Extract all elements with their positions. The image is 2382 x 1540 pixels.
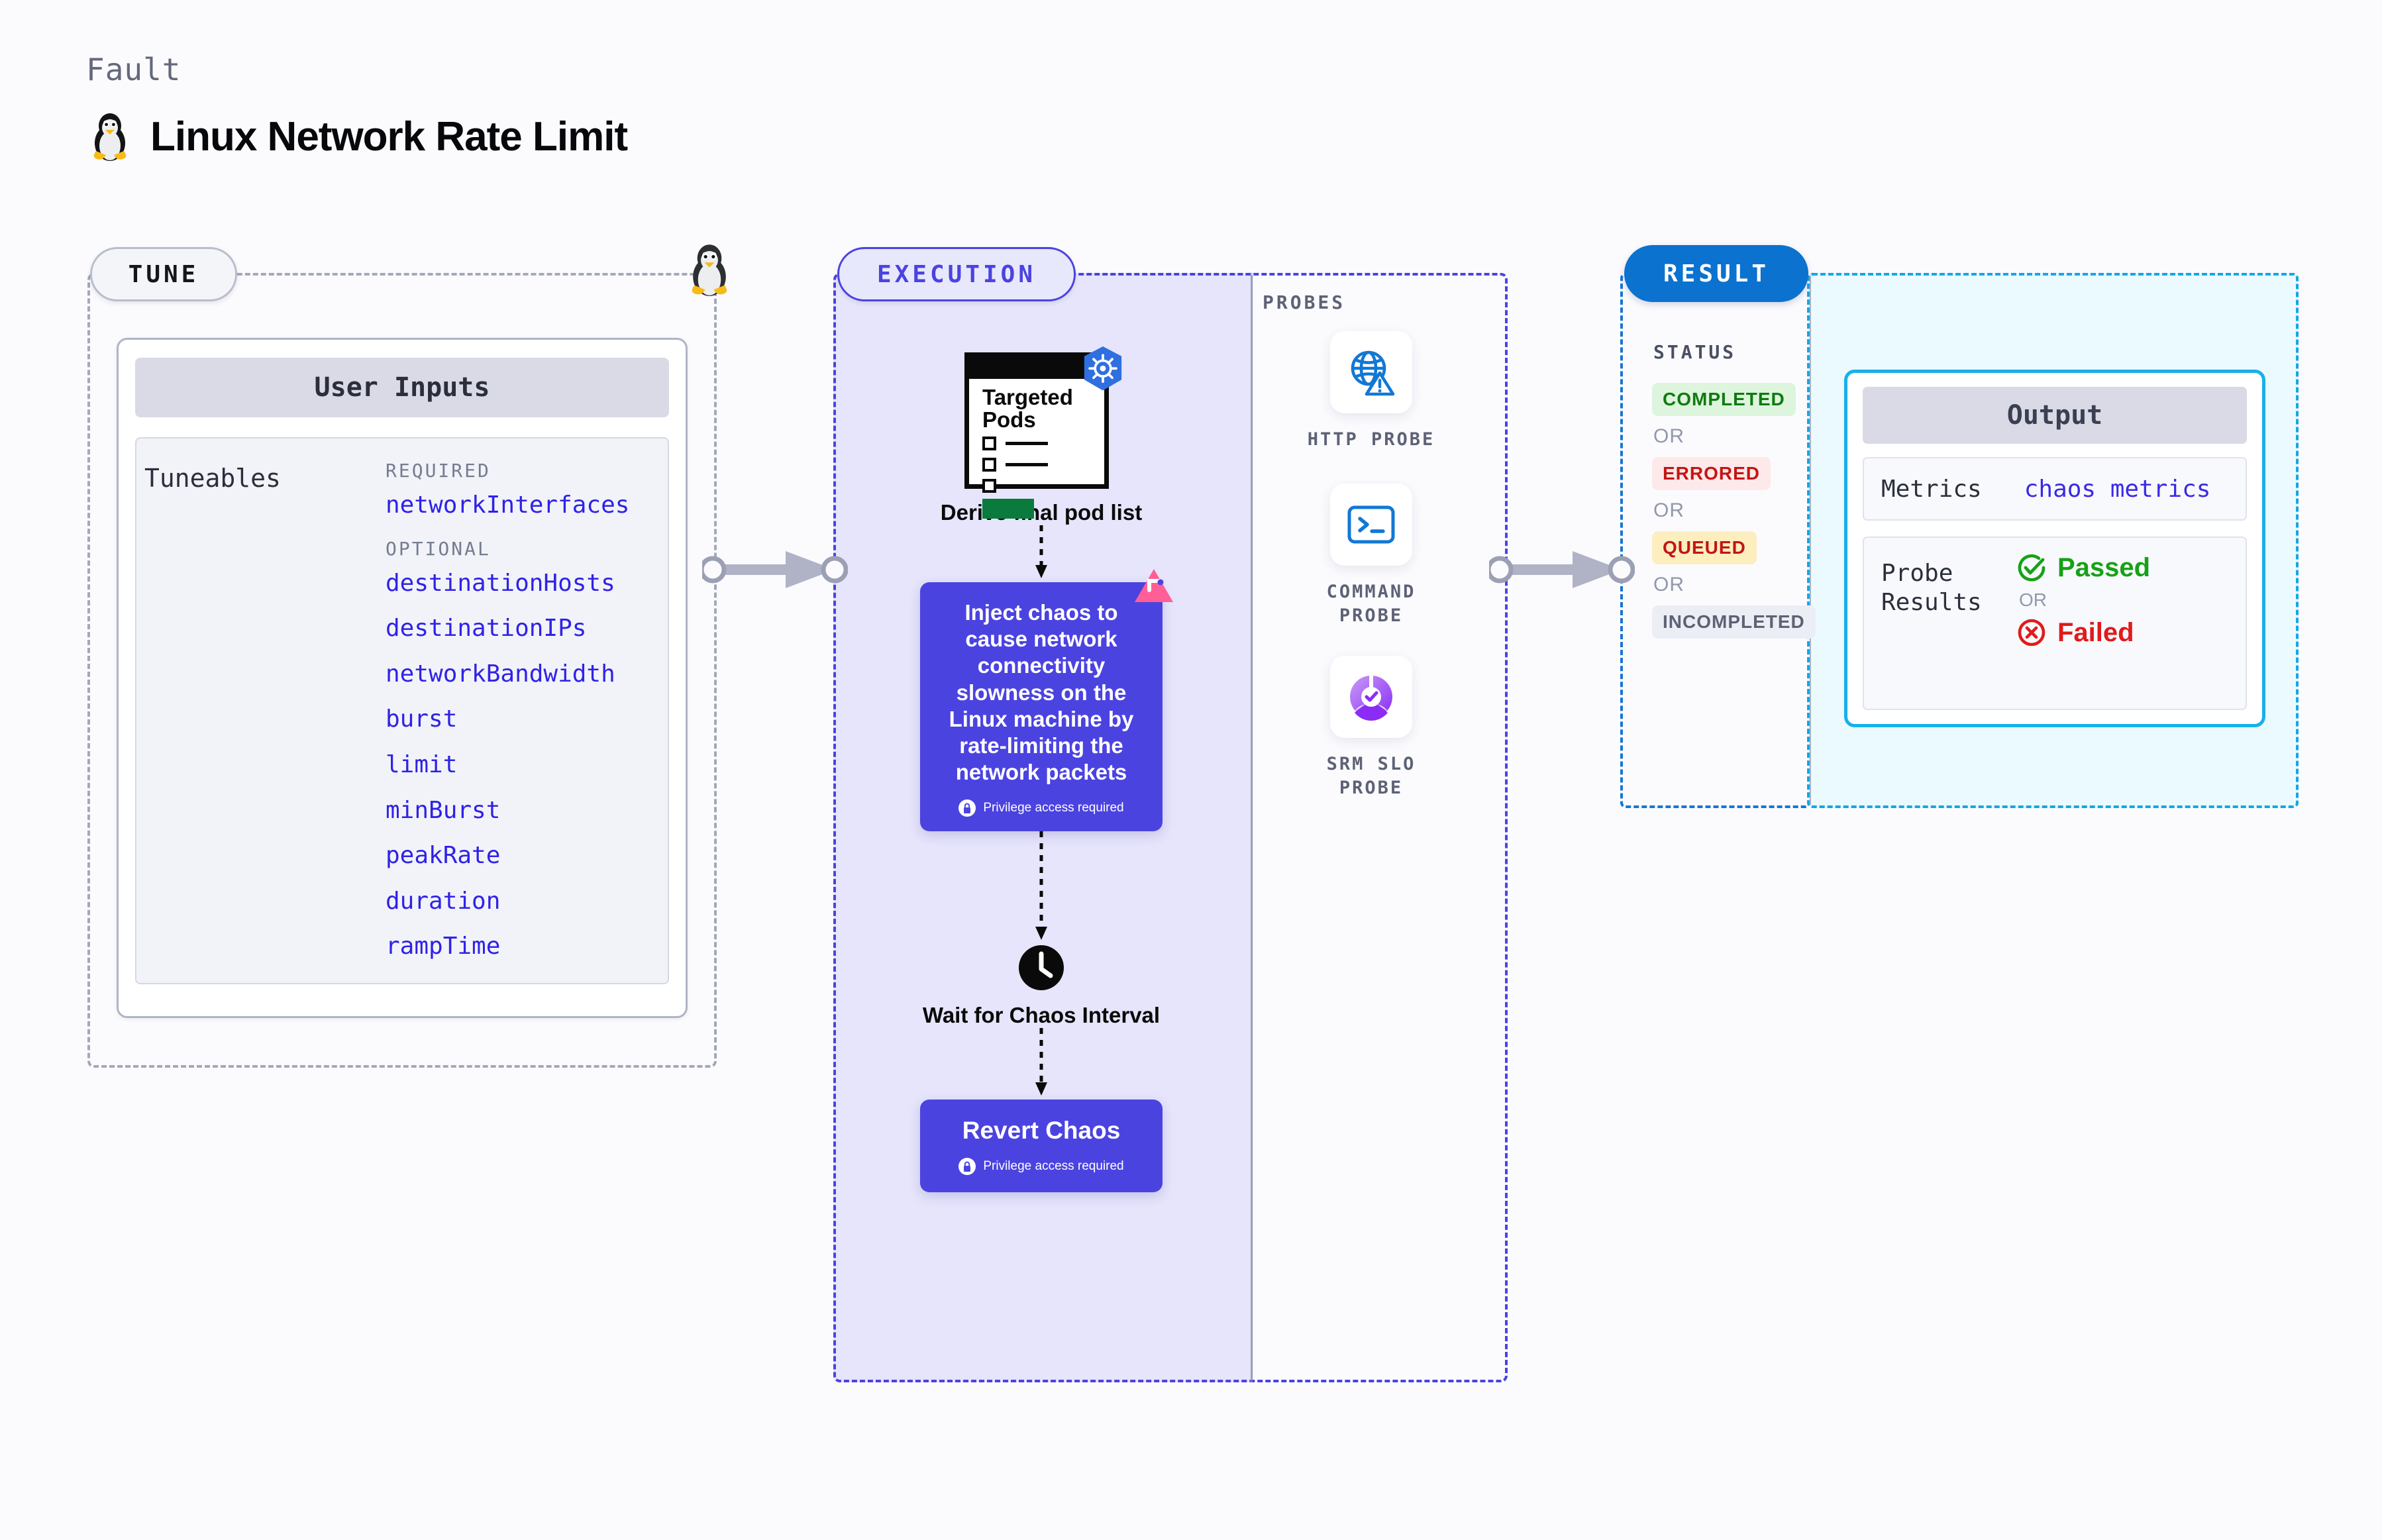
tuneable-item[interactable]: networkInterfaces — [386, 491, 630, 519]
tuneables-inner-panel — [135, 437, 669, 984]
tuneable-item[interactable]: limit — [386, 750, 458, 778]
tuneable-item[interactable]: peakRate — [386, 842, 501, 870]
probe-http[interactable]: HTTP PROBE — [1298, 331, 1444, 452]
probe-result-failed: Failed — [2016, 617, 2150, 648]
or-separator: OR — [2019, 590, 2047, 610]
execution-region-boundary — [833, 273, 1508, 1382]
section-pill-execution[interactable]: EXECUTION — [837, 247, 1076, 301]
tuneable-item[interactable]: minBurst — [386, 796, 501, 824]
tuneable-group-optional: OPTIONAL — [386, 537, 491, 560]
probe-label: COMMAND PROBE — [1326, 582, 1416, 627]
step-caption: Wait for Chaos Interval — [922, 1002, 1161, 1027]
flow-connector — [909, 1027, 1174, 1100]
metrics-value[interactable]: chaos metrics — [2024, 475, 2211, 503]
privilege-note-row: Privilege access required — [935, 799, 1148, 817]
passed-label: Passed — [2057, 552, 2151, 582]
terminal-icon — [1347, 505, 1395, 544]
page-kicker: Fault — [86, 52, 181, 87]
status-badge-queued: QUEUED — [1652, 531, 1757, 564]
tune-boundary-tux-icon — [685, 242, 734, 300]
section-pill-result[interactable]: RESULT — [1624, 245, 1808, 302]
flow-connector — [909, 525, 1174, 582]
metrics-row: Metrics chaos metrics — [1863, 457, 2247, 521]
x-circle-icon — [2018, 619, 2045, 646]
section-pill-tune[interactable]: TUNE — [90, 247, 237, 301]
tuneable-item[interactable]: rampTime — [386, 933, 501, 960]
privilege-note-row: Privilege access required — [935, 1157, 1148, 1175]
page-title: Linux Network Rate Limit — [150, 113, 628, 160]
result-divider — [1810, 276, 1811, 805]
execution-step-derive-pods[interactable]: Targeted Pods — [909, 344, 1174, 525]
tuneable-group-required: REQUIRED — [386, 460, 491, 482]
probes-divider — [1251, 273, 1253, 1382]
globe-warning-icon — [1351, 350, 1395, 396]
step-caption: Derive final pod list — [940, 500, 1143, 525]
probe-srm-slo[interactable]: SRM SLO PROBE — [1298, 656, 1444, 801]
output-header: Output — [1863, 387, 2247, 444]
tuneables-list: REQUIRED networkInterfaces OPTIONAL dest… — [386, 460, 664, 979]
status-badge-errored: ERRORED — [1652, 457, 1771, 490]
probe-result-passed: Passed — [2016, 552, 2150, 583]
check-circle-icon — [2018, 554, 2045, 582]
tuneable-item[interactable]: destinationHosts — [386, 569, 615, 597]
lock-icon — [958, 799, 976, 817]
tux-penguin-icon — [89, 111, 130, 162]
litmus-icon — [1135, 568, 1173, 602]
connector-tune-to-execution — [702, 551, 848, 588]
probe-label: HTTP PROBE — [1307, 429, 1435, 450]
clipboard-title: Targeted Pods — [982, 385, 1073, 432]
probe-label: SRM SLO PROBE — [1326, 754, 1416, 799]
status-label: STATUS — [1653, 341, 1737, 363]
flow-connector — [909, 831, 1174, 944]
privilege-note: Privilege access required — [983, 800, 1124, 815]
page-title-row: Linux Network Rate Limit — [89, 111, 628, 162]
tuneables-label: Tuneables — [144, 464, 281, 493]
metrics-key: Metrics — [1881, 475, 1982, 503]
failed-label: Failed — [2057, 617, 2134, 647]
probes-label: PROBES — [1263, 291, 1346, 313]
or-separator: OR — [1653, 425, 1684, 447]
revert-chaos-title: Revert Chaos — [962, 1116, 1121, 1144]
or-separator: OR — [1653, 574, 1684, 595]
probe-results-values: Passed OR Failed — [2016, 552, 2150, 648]
tuneable-item[interactable]: destinationIPs — [386, 615, 587, 642]
tune-region-boundary — [87, 273, 717, 1068]
tuneable-item[interactable]: duration — [386, 887, 501, 915]
status-badge-completed: COMPLETED — [1652, 383, 1796, 416]
user-inputs-header: User Inputs — [135, 358, 669, 417]
kubernetes-icon — [1084, 346, 1122, 391]
or-separator: OR — [1653, 499, 1684, 521]
tuneable-item[interactable]: burst — [386, 705, 458, 733]
lock-icon — [958, 1157, 976, 1175]
status-badge-incompleted: INCOMPLETED — [1652, 605, 1816, 639]
tuneable-item[interactable]: networkBandwidth — [386, 660, 615, 688]
execution-step-inject-chaos[interactable]: Inject chaos to cause network connectivi… — [920, 568, 1173, 831]
clock-icon — [1019, 945, 1064, 990]
execution-step-wait-interval[interactable]: Wait for Chaos Interval — [909, 944, 1174, 1028]
status-list: COMPLETED OR ERRORED OR QUEUED OR INCOMP… — [1652, 383, 1816, 639]
probe-command[interactable]: COMMAND PROBE — [1298, 484, 1444, 629]
execution-step-revert-chaos[interactable]: Revert Chaos Privilege access required — [920, 1099, 1163, 1192]
privilege-note: Privilege access required — [983, 1158, 1124, 1173]
slo-donut-check-icon — [1350, 674, 1392, 721]
connector-execution-to-result — [1489, 551, 1635, 588]
execution-flow: Targeted Pods — [909, 344, 1174, 1192]
chaos-description: Inject chaos to cause network connectivi… — [949, 599, 1134, 785]
